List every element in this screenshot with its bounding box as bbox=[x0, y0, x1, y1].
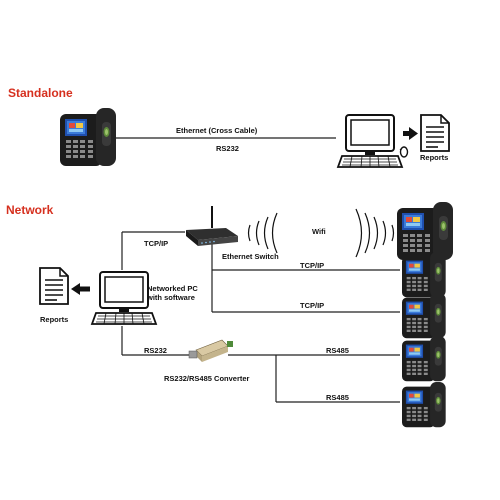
tcpip-terminal-icon-2 bbox=[402, 293, 446, 339]
router-tcpip-label: TCP/IP bbox=[144, 239, 168, 248]
network-reports-icon bbox=[39, 267, 69, 305]
tcpip-terminal-icon-1 bbox=[402, 252, 446, 298]
network-connection-lines bbox=[121, 231, 400, 403]
rs485-terminal-icon-1 bbox=[402, 336, 446, 382]
network-arrow-icon bbox=[71, 283, 90, 295]
converter-icon bbox=[188, 339, 233, 362]
standalone-rs232-label: RS232 bbox=[216, 144, 239, 153]
router-icon bbox=[186, 206, 238, 246]
rs485-terminal-icon-2 bbox=[402, 382, 446, 428]
wifi-waves-icon bbox=[247, 208, 395, 258]
rs485-label-2: RS485 bbox=[326, 393, 349, 402]
networked-pc-label-line1: Networked PC bbox=[147, 284, 198, 293]
standalone-computer-icon bbox=[337, 114, 403, 168]
rs232-label: RS232 bbox=[144, 346, 167, 355]
standalone-arrow-icon bbox=[403, 127, 418, 140]
rs485-label-1: RS485 bbox=[326, 346, 349, 355]
tcpip-label-2: TCP/IP bbox=[300, 301, 324, 310]
wifi-label: Wifi bbox=[312, 227, 326, 236]
network-section-title: Network bbox=[6, 203, 54, 217]
converter-label: RS232/RS485 Converter bbox=[164, 374, 250, 383]
standalone-reports-label: Reports bbox=[420, 153, 448, 162]
standalone-reports-icon bbox=[420, 114, 450, 152]
standalone-section-title: Standalone bbox=[8, 86, 73, 100]
wifi-terminal-icon bbox=[397, 202, 453, 260]
network-reports-label: Reports bbox=[40, 315, 68, 324]
networked-pc-label-line2: with software bbox=[146, 293, 195, 302]
standalone-terminal-icon bbox=[60, 108, 116, 166]
ethernet-switch-label: Ethernet Switch bbox=[222, 252, 279, 261]
tcpip-label-1: TCP/IP bbox=[300, 261, 324, 270]
standalone-ethernet-label: Ethernet (Cross Cable) bbox=[176, 126, 258, 135]
mouse-icon bbox=[399, 146, 409, 158]
